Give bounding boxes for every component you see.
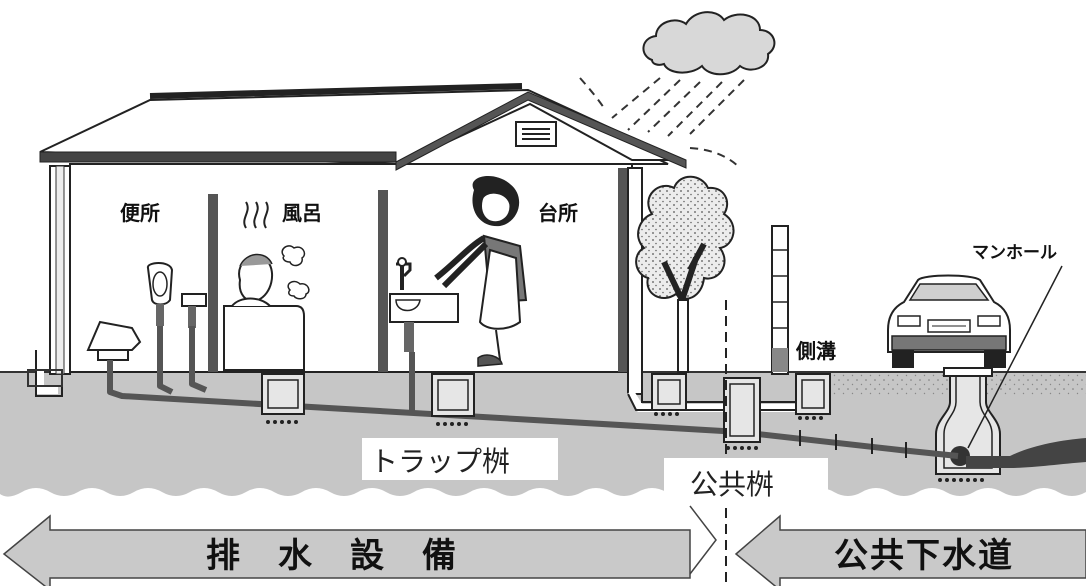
sewer-main-pipe bbox=[966, 438, 1086, 468]
bath-label: 風呂 bbox=[282, 201, 322, 225]
trap-basin-marks bbox=[261, 373, 831, 443]
public-sewer-arrow bbox=[734, 514, 1086, 586]
woman-icon bbox=[434, 176, 528, 367]
bath-icon bbox=[223, 201, 310, 371]
kitchen-label: 台所 bbox=[538, 201, 578, 225]
side-ditch-label: 側溝 bbox=[795, 339, 836, 363]
drainage-facility-arrow bbox=[2, 505, 717, 586]
manhole-label: マンホール bbox=[972, 243, 1057, 263]
toilet-icon bbox=[86, 262, 207, 361]
tree-icon bbox=[635, 175, 735, 373]
block-wall bbox=[771, 225, 789, 375]
car-icon bbox=[887, 274, 1011, 368]
pipe-joints bbox=[799, 430, 907, 458]
drainage-facility-label: 排 水 設 備 bbox=[206, 536, 458, 576]
trap-basin-label: トラップ桝 bbox=[370, 445, 510, 478]
public-basin-label: 公共桝 bbox=[690, 468, 774, 501]
left-downspout bbox=[27, 350, 63, 397]
roof bbox=[39, 83, 687, 171]
public-basin-label-box bbox=[664, 458, 828, 504]
sink-icon bbox=[389, 257, 459, 352]
rain-cloud-icon bbox=[642, 11, 776, 76]
house bbox=[39, 83, 687, 375]
gravel-dots bbox=[266, 412, 984, 482]
vent-icon bbox=[515, 121, 557, 147]
toilet-label: 便所 bbox=[120, 201, 160, 225]
public-sewer-label: 公共下水道 bbox=[834, 536, 1014, 576]
manhole-leader-line bbox=[967, 265, 1063, 449]
manhole bbox=[935, 367, 1001, 475]
rain-icon bbox=[579, 77, 745, 169]
trap-basin-label-box bbox=[362, 438, 558, 480]
